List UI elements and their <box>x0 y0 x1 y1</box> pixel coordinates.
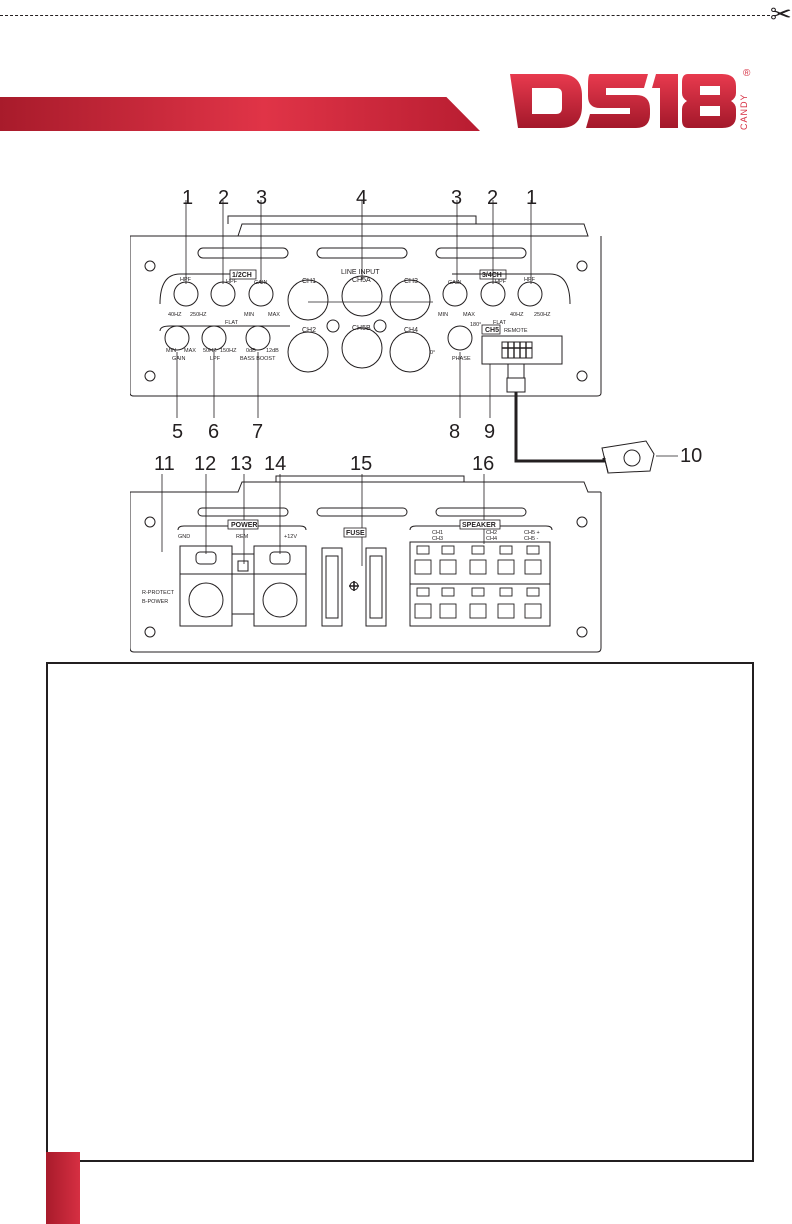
bottom-panel <box>130 474 602 653</box>
callout-3-right: 3 <box>451 187 462 209</box>
callout-4: 4 <box>356 187 367 209</box>
section-label-1-2ch: 1/2CH <box>232 272 252 279</box>
bottom-panel-labels: 11 12 13 14 15 16 POWER GND REM +12V FUS… <box>142 453 540 605</box>
plus12v-label: +12V <box>284 534 297 540</box>
ch5b-label: CH5B <box>352 325 371 332</box>
hz40-left: 40HZ <box>168 312 182 318</box>
section-label-3-4ch: 3/4CH <box>482 272 502 279</box>
callout-12: 12 <box>194 453 216 475</box>
min-right: MIN <box>438 312 448 318</box>
phase-label: PHASE <box>452 356 471 362</box>
power-led-label: B-POWER <box>142 599 168 605</box>
ch4-label: CH4 <box>404 327 418 334</box>
flat-label-right: FLAT <box>493 320 507 326</box>
max-right: MAX <box>463 312 475 318</box>
lpf-label: LPF <box>210 356 221 362</box>
gain-label-right: GAIN <box>448 280 461 286</box>
amplifier-diagram: 1 2 3 4 3 2 1 5 6 7 8 9 10 1/2CH 3/4CH H… <box>130 187 702 653</box>
callout-10: 10 <box>680 445 702 467</box>
hpf-label-left: HPF <box>180 277 192 283</box>
header-banner <box>0 97 480 131</box>
gnd-label: GND <box>178 534 190 540</box>
logo-sub-text: CANDY <box>739 93 749 130</box>
callout-1-right: 1 <box>526 187 537 209</box>
min-gain-left: MIN <box>166 348 176 354</box>
max-gain-left: MAX <box>184 348 196 354</box>
scissors-icon: ✂ <box>770 0 792 30</box>
speaker-ch2-label: CH2 <box>486 530 497 536</box>
rem-label: REM <box>236 534 249 540</box>
callout-7: 7 <box>252 421 263 443</box>
callout-6: 6 <box>208 421 219 443</box>
speaker-label: SPEAKER <box>462 522 496 529</box>
callout-15: 15 <box>350 453 372 475</box>
cut-line <box>0 15 770 16</box>
callout-1-left: 1 <box>182 187 193 209</box>
remote-label: REMOTE <box>504 328 528 334</box>
hz250-right: 250HZ <box>534 312 551 318</box>
ch5a-label: CH5A <box>352 277 371 284</box>
logo-registered-mark: ® <box>743 68 751 79</box>
speaker-ch3-label: CH3 <box>432 536 443 542</box>
callout-3-left: 3 <box>256 187 267 209</box>
speaker-terminals <box>414 545 542 619</box>
top-panel-labels: 1 2 3 4 3 2 1 5 6 7 8 9 10 1/2CH 3/4CH H… <box>166 187 702 467</box>
fuse-label: FUSE <box>346 530 365 537</box>
speaker-ch5-plus-label: CH5 + <box>524 530 540 536</box>
callout-13: 13 <box>230 453 252 475</box>
power-label: POWER <box>231 522 257 529</box>
hz40-right: 40HZ <box>510 312 524 318</box>
gain-label-left: GAIN <box>254 280 267 286</box>
callout-9: 9 <box>484 421 495 443</box>
notes-box <box>46 662 754 1162</box>
speaker-ch4-label: CH4 <box>486 536 497 542</box>
speaker-ch5-minus-label: CH5 - <box>524 536 539 542</box>
callout-16: 16 <box>472 453 494 475</box>
callout-14: 14 <box>264 453 286 475</box>
page-tab <box>46 1152 80 1224</box>
ds18-logo: ® CANDY <box>510 68 751 130</box>
ch3-label: CH3 <box>404 278 418 285</box>
speaker-ch1-label: CH1 <box>432 530 443 536</box>
phase-0: 0° <box>430 350 435 356</box>
db0: 0dB <box>246 348 256 354</box>
hpf-label-right: HPF <box>495 279 507 285</box>
hpf-label-left-2: HPF <box>226 279 238 285</box>
ch2-label: CH2 <box>302 327 316 334</box>
callout-5: 5 <box>172 421 183 443</box>
phase-180: 180° <box>470 322 481 328</box>
callout-2-left: 2 <box>218 187 229 209</box>
callout-8: 8 <box>449 421 460 443</box>
hz250-left: 250HZ <box>190 312 207 318</box>
flat-label-left: FLAT <box>225 320 239 326</box>
callout-11: 11 <box>154 453 175 475</box>
ch5-box-label: CH5 <box>485 327 499 334</box>
callout-2-right: 2 <box>487 187 498 209</box>
ch1-label: CH1 <box>302 278 316 285</box>
hpf-label-right-2: HPF <box>524 277 536 283</box>
top-panel <box>130 200 678 474</box>
hz50: 50HZ <box>203 348 217 354</box>
min-left: MIN <box>244 312 254 318</box>
db12: 12dB <box>266 348 279 354</box>
protect-led-label: R-PROTECT <box>142 590 175 596</box>
max-left: MAX <box>268 312 280 318</box>
line-input-label: LINE INPUT <box>341 269 380 276</box>
bass-boost-label: BASS BOOST <box>240 356 276 362</box>
gain-label-bottom: GAIN <box>172 356 185 362</box>
hz150: 150HZ <box>220 348 237 354</box>
